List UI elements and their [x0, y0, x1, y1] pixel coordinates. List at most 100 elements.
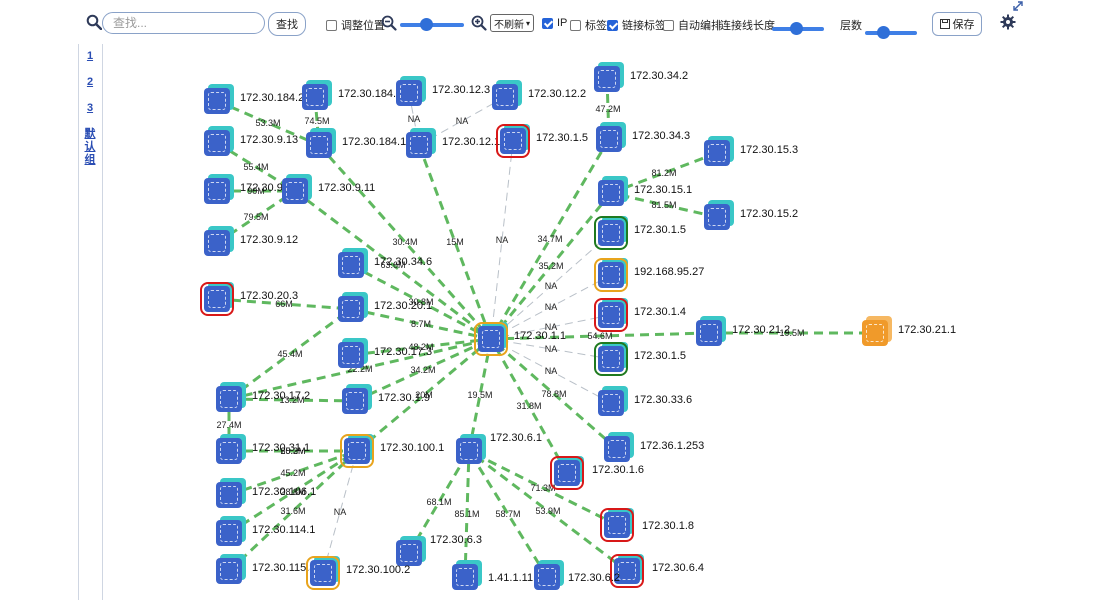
search-input[interactable] [102, 12, 265, 34]
link-line[interactable] [350, 307, 492, 341]
link-line[interactable] [228, 449, 358, 535]
device-node[interactable] [610, 554, 644, 588]
device-node[interactable] [598, 176, 628, 210]
collapse-icon[interactable] [1012, 0, 1024, 12]
device-node[interactable] [306, 556, 340, 590]
link-line[interactable] [490, 314, 612, 340]
link-line[interactable] [489, 338, 569, 474]
tag-toggle[interactable]: 标签 [570, 17, 607, 33]
group-link-default[interactable]: 默认组 [84, 128, 96, 166]
zoom-out-icon[interactable] [381, 15, 397, 31]
save-button[interactable]: 保存 [932, 12, 982, 36]
device-node[interactable] [200, 282, 234, 316]
link-line[interactable] [490, 274, 612, 340]
auto-layout-checkbox[interactable] [663, 19, 674, 31]
link-line[interactable] [490, 338, 612, 404]
link-length-slider[interactable] [772, 22, 824, 35]
device-node[interactable] [604, 432, 634, 466]
search-button[interactable]: 查找 [268, 12, 306, 36]
device-node[interactable] [216, 516, 246, 550]
link-line[interactable] [610, 191, 718, 219]
device-node[interactable] [594, 62, 624, 96]
device-node[interactable] [594, 342, 628, 376]
link-line[interactable] [490, 140, 514, 340]
link-line[interactable] [317, 144, 493, 340]
device-node[interactable] [534, 560, 564, 594]
group-link-3[interactable]: 3 [86, 102, 94, 114]
device-node[interactable] [216, 434, 246, 468]
device-node[interactable] [216, 554, 246, 588]
device-node[interactable] [204, 174, 234, 208]
device-node[interactable] [594, 216, 628, 250]
device-node[interactable] [704, 136, 734, 170]
link-line[interactable] [490, 337, 618, 451]
zoom-slider[interactable] [400, 18, 464, 31]
gear-icon[interactable] [1000, 14, 1016, 30]
device-node[interactable] [302, 80, 332, 114]
link-line[interactable] [467, 450, 549, 578]
device-node[interactable] [282, 174, 312, 208]
link-line[interactable] [322, 450, 358, 574]
link-line[interactable] [228, 397, 356, 403]
device-node[interactable] [216, 382, 246, 416]
device-node[interactable] [204, 226, 234, 260]
ip-checkbox[interactable] [542, 17, 553, 29]
device-node[interactable] [306, 128, 336, 162]
device-node[interactable] [338, 292, 368, 326]
link-line[interactable] [467, 338, 493, 452]
link-line[interactable] [228, 307, 352, 401]
link-line[interactable] [228, 449, 358, 497]
link-line[interactable] [216, 297, 352, 311]
link-length-slider-knob[interactable] [790, 22, 803, 35]
search-icon[interactable] [86, 14, 102, 30]
device-node[interactable] [342, 384, 372, 418]
device-node[interactable] [204, 126, 234, 160]
device-node[interactable] [396, 536, 426, 570]
device-node[interactable] [596, 122, 626, 156]
device-node[interactable] [496, 124, 530, 158]
device-node[interactable] [456, 434, 486, 468]
group-link-1[interactable]: 1 [86, 50, 94, 62]
link-line[interactable] [350, 263, 492, 341]
device-node[interactable] [600, 508, 634, 542]
device-node[interactable] [406, 128, 436, 162]
device-node[interactable] [492, 80, 522, 114]
device-node[interactable] [452, 560, 482, 594]
device-node[interactable] [594, 258, 628, 292]
device-node[interactable] [340, 434, 374, 468]
tag-checkbox[interactable] [570, 19, 581, 31]
group-link-2[interactable]: 2 [86, 76, 94, 88]
link-line[interactable] [216, 99, 320, 147]
auto-layout-toggle[interactable]: 自动编排 [663, 17, 722, 33]
device-node[interactable] [696, 316, 726, 350]
link-line[interactable] [490, 338, 612, 360]
link-tag-checkbox[interactable] [607, 19, 618, 31]
device-node[interactable] [598, 386, 628, 420]
link-line[interactable] [468, 449, 618, 527]
device-node[interactable] [862, 316, 892, 350]
link-line[interactable] [350, 337, 492, 357]
layers-slider[interactable] [865, 26, 917, 39]
adjust-position-checkbox[interactable] [326, 19, 337, 31]
link-line[interactable] [489, 192, 613, 340]
zoom-slider-knob[interactable] [420, 18, 433, 31]
device-node[interactable] [704, 200, 734, 234]
link-line[interactable] [489, 138, 611, 340]
link-line[interactable] [463, 450, 471, 578]
zoom-in-icon[interactable] [471, 15, 487, 31]
device-node[interactable] [396, 76, 426, 110]
ip-toggle[interactable]: IP [542, 17, 567, 29]
link-line[interactable] [610, 151, 718, 195]
device-node[interactable] [474, 322, 508, 356]
link-line[interactable] [294, 189, 492, 341]
link-line[interactable] [417, 144, 493, 340]
device-node[interactable] [338, 248, 368, 282]
device-node[interactable] [338, 338, 368, 372]
link-tag-toggle[interactable]: 链接标签 [607, 17, 666, 33]
link-line[interactable] [490, 232, 612, 340]
link-line[interactable] [490, 331, 710, 341]
device-node[interactable] [594, 298, 628, 332]
adjust-position-toggle[interactable]: 调整位置 [326, 17, 385, 33]
device-node[interactable] [216, 478, 246, 512]
